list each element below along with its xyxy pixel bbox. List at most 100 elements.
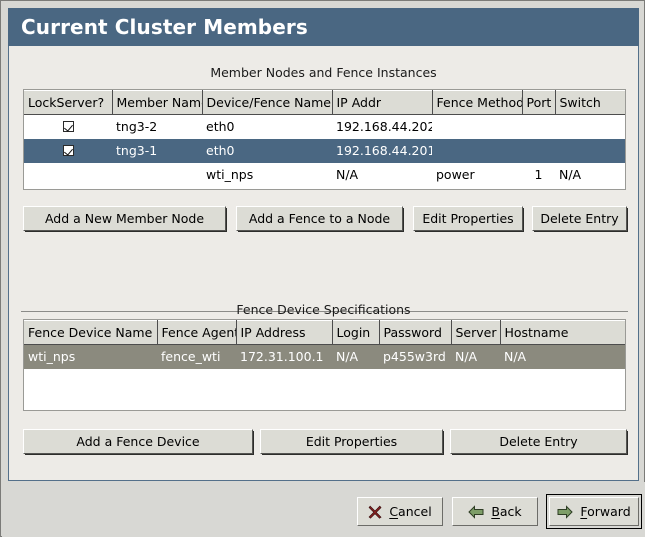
col-header-member-name[interactable]: Member Name <box>112 90 203 115</box>
col-header-password[interactable]: Password <box>379 320 452 345</box>
back-accel: B <box>491 504 500 519</box>
members-header-row: LockServer? Member Name Device/Fence Nam… <box>24 90 625 115</box>
add-new-member-node-label: Add a New Member Node <box>44 211 205 226</box>
cell-lockserver[interactable] <box>24 139 112 163</box>
cell-fence-method <box>432 115 522 140</box>
col-header-switch[interactable]: Switch <box>555 90 625 115</box>
cancel-label: Cancel <box>389 504 431 519</box>
cancel-button[interactable]: Cancel <box>357 497 443 526</box>
cell-switch: N/A <box>559 167 582 182</box>
cell-fence-method <box>432 139 522 163</box>
button-shadow <box>403 208 404 232</box>
cell-switch <box>555 139 625 163</box>
cell-server: N/A <box>451 344 500 369</box>
forward-button[interactable]: Forward <box>546 494 642 529</box>
col-header-ip-addr[interactable]: IP Addr <box>332 90 433 115</box>
page-title: Current Cluster Members <box>21 15 308 39</box>
arrow-left-icon <box>468 504 484 519</box>
button-shadow <box>534 231 628 232</box>
add-fence-device-label: Add a Fence Device <box>76 434 200 449</box>
back-button[interactable]: Back <box>452 497 538 526</box>
cell-login: N/A <box>332 344 379 369</box>
cell-fence-agent: fence_wti <box>157 344 236 369</box>
edit-properties-members-button[interactable]: Edit Properties <box>413 206 524 232</box>
members-section-caption: Member Nodes and Fence Instances <box>210 65 437 80</box>
fence-devices-grid: Fence Device Name Fence Agent IP Address… <box>24 320 625 369</box>
delete-entry-members-label: Delete Entry <box>540 211 619 226</box>
col-header-fence-device-name[interactable]: Fence Device Name <box>24 320 158 345</box>
cancel-accel: C <box>389 504 399 519</box>
add-fence-to-node-button[interactable]: Add a Fence to a Node <box>236 206 404 232</box>
table-row[interactable]: tng3-1 eth0 192.168.44.201 <box>24 139 625 163</box>
lockserver-checkbox[interactable] <box>62 145 74 156</box>
table-row[interactable]: tng3-2 eth0 192.168.44.202 <box>24 115 625 140</box>
forward-label: Forward <box>580 504 630 519</box>
title-bar: Current Cluster Members <box>8 8 639 46</box>
cell-device-fence-name: wti_nps <box>206 167 254 182</box>
button-shadow <box>262 454 444 455</box>
back-label: Back <box>491 504 521 519</box>
cell-fence-method: power <box>436 167 475 182</box>
add-fence-device-button[interactable]: Add a Fence Device <box>23 429 254 455</box>
edit-properties-members-label: Edit Properties <box>422 211 514 226</box>
cell-switch <box>555 115 625 140</box>
cell-member-name: tng3-1 <box>112 139 202 163</box>
button-shadow <box>627 208 628 232</box>
button-shadow <box>25 231 227 232</box>
col-header-login[interactable]: Login <box>332 320 380 345</box>
cell-password: p455w3rd <box>379 344 451 369</box>
delete-entry-members-button[interactable]: Delete Entry <box>532 206 628 232</box>
col-header-ip-address[interactable]: IP Address <box>236 320 333 345</box>
button-shadow <box>253 431 254 455</box>
delete-entry-fence-button[interactable]: Delete Entry <box>450 429 628 455</box>
col-header-hostname[interactable]: Hostname <box>500 320 625 345</box>
col-header-fence-agent[interactable]: Fence Agent <box>157 320 237 345</box>
content-panel: Member Nodes and Fence Instances LockSer… <box>8 46 639 481</box>
cancel-x-icon <box>368 505 382 519</box>
cell-device-fence-name: eth0 <box>206 119 235 134</box>
add-new-member-node-button[interactable]: Add a New Member Node <box>23 206 227 232</box>
cell-port <box>522 139 555 163</box>
col-header-server[interactable]: Server <box>451 320 501 345</box>
back-label-rest: ack <box>499 504 522 519</box>
button-shadow <box>443 431 444 455</box>
navigation-bar: Cancel Back Forward <box>2 482 645 537</box>
table-row[interactable]: wti_nps fence_wti 172.31.100.1 N/A p455w… <box>24 344 625 369</box>
button-shadow <box>25 454 254 455</box>
add-fence-to-node-label: Add a Fence to a Node <box>248 211 391 226</box>
edit-properties-fence-label: Edit Properties <box>305 434 398 449</box>
lockserver-checkbox[interactable] <box>62 121 74 132</box>
button-shadow <box>523 208 524 232</box>
button-shadow <box>238 231 404 232</box>
cell-member-name: tng3-2 <box>116 119 158 134</box>
button-shadow <box>415 231 524 232</box>
fence-header-row: Fence Device Name Fence Agent IP Address… <box>24 320 625 345</box>
col-header-lockserver[interactable]: LockServer? <box>24 90 113 115</box>
members-table[interactable]: LockServer? Member Name Device/Fence Nam… <box>23 89 626 190</box>
section-divider <box>21 311 628 312</box>
button-shadow <box>627 431 628 455</box>
cell-ip-addr: 192.168.44.201 <box>332 139 432 163</box>
cell-hostname: N/A <box>500 344 625 369</box>
button-shadow <box>452 454 628 455</box>
forward-label-rest: orward <box>587 504 631 519</box>
edit-properties-fence-button[interactable]: Edit Properties <box>260 429 444 455</box>
cell-fence-device-name: wti_nps <box>24 344 157 369</box>
cell-ip-addr: N/A <box>336 167 359 182</box>
col-header-device-fence-name[interactable]: Device/Fence Name <box>202 90 333 115</box>
table-row[interactable]: wti_nps N/A power 1 N/A <box>24 163 625 187</box>
cell-port <box>522 115 555 140</box>
delete-entry-fence-label: Delete Entry <box>499 434 578 449</box>
forward-accel: F <box>580 504 588 519</box>
fence-devices-table[interactable]: Fence Device Name Fence Agent IP Address… <box>23 319 626 411</box>
cell-lockserver[interactable] <box>24 115 112 140</box>
arrow-right-icon <box>557 504 574 519</box>
fence-section-caption: Fence Device Specifications <box>236 302 411 317</box>
cell-ip-addr: 192.168.44.202 <box>336 119 432 134</box>
col-header-port[interactable]: Port <box>522 90 556 115</box>
button-shadow <box>226 208 227 232</box>
members-grid: LockServer? Member Name Device/Fence Nam… <box>24 90 625 187</box>
col-header-fence-method[interactable]: Fence Method <box>432 90 523 115</box>
cell-ip-address: 172.31.100.1 <box>236 344 332 369</box>
